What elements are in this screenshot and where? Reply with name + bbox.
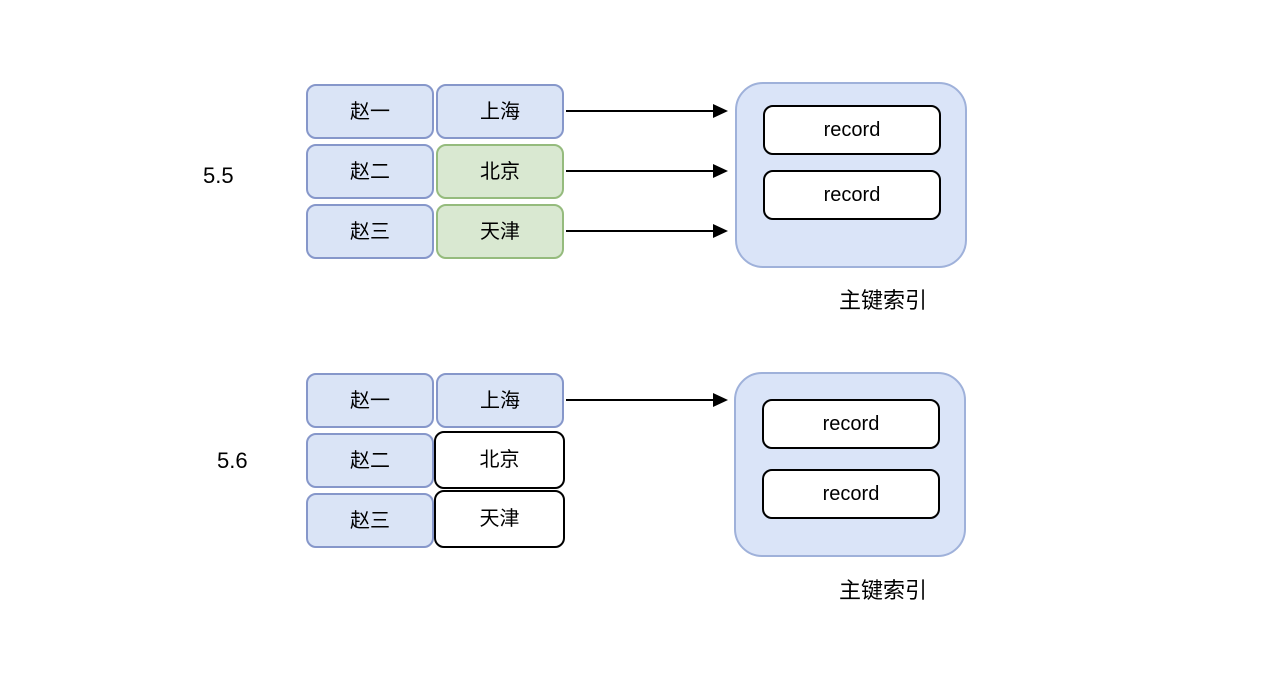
name-cell: 赵三 [306,204,434,259]
name-cell: 赵二 [306,144,434,199]
name-cell: 赵三 [306,493,434,548]
record-box: record [763,105,941,155]
primary-index-container: record record [734,372,966,557]
city-cell: 北京 [436,144,564,199]
version-label-5-6: 5.6 [217,448,248,473]
name-cell: 赵一 [306,84,434,139]
record-box: record [762,399,940,449]
record-box: record [763,170,941,220]
primary-index-label: 主键索引 [838,578,927,603]
arrow-row3-to-primary-index [566,224,728,238]
city-cell: 天津 [436,204,564,259]
primary-index-label: 主键索引 [838,288,927,313]
arrow-row1-to-primary-index [566,393,728,407]
record-box: record [762,469,940,519]
city-cell: 上海 [436,373,564,428]
arrow-row1-to-primary-index [566,104,728,118]
city-cell: 北京 [434,431,565,489]
name-cell: 赵二 [306,433,434,488]
version-label-5-5: 5.5 [203,163,234,188]
primary-index-container: record record [735,82,967,268]
city-cell: 天津 [434,490,565,548]
city-cell: 上海 [436,84,564,139]
arrow-row2-to-primary-index [566,164,728,178]
name-cell: 赵一 [306,373,434,428]
